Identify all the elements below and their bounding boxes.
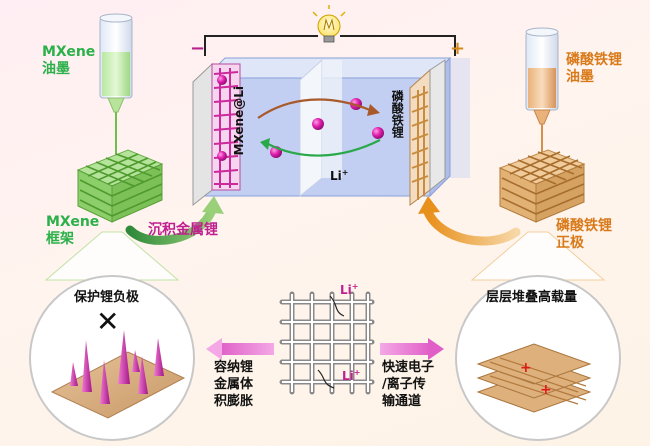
mxene-ink-label: MXene 油墨 [42, 44, 95, 78]
fast-transport-line2: /离子传 [382, 376, 426, 392]
lfp-cathode-label-line2: 正极 [556, 234, 584, 251]
li-ion-label: Li+ [330, 168, 348, 183]
accommodate-li-line2: 金属体 [214, 376, 254, 392]
mxene-frame-label: MXene 框架 [46, 214, 99, 248]
discharge-arrow [257, 98, 371, 119]
right-zoom-cone [470, 231, 606, 281]
lfp-ink-label-line2: 油墨 [566, 68, 594, 85]
accommodate-li-line1: 容纳锂 [214, 360, 254, 375]
lfp-ink-label: 磷酸铁锂 油墨 [566, 52, 622, 86]
fast-transport-label: 快速电子 /离子传 输通道 [382, 360, 434, 411]
plus-terminal: + [450, 38, 466, 59]
lfp-cathode-label: 磷酸铁锂 正极 [556, 218, 612, 252]
anode-plate [192, 62, 213, 207]
cross-icon: ✕ [96, 305, 120, 338]
lattice-li-top-sup: + [351, 282, 359, 291]
lattice-li-top: Li+ [340, 282, 358, 297]
li-ion-label-sup: + [341, 168, 349, 177]
high-loading-label: 层层堆叠高载量 [486, 290, 578, 305]
protect-anode-circle [29, 275, 195, 441]
deposit-li-label: 沉积金属锂 [148, 222, 218, 238]
mxene-ink-label-line1: MXene [42, 44, 96, 60]
cathode-assembly-arrow [423, 207, 521, 246]
positive-charge-mark: + [540, 382, 552, 398]
li-ion [312, 118, 324, 130]
fast-transport-line1: 快速电子 [382, 360, 435, 375]
lfp-scaffold [498, 149, 586, 223]
anode-label: MXene@Li [232, 86, 246, 156]
li-ion [217, 75, 227, 85]
mxene-frame-label-line1: MXene [46, 214, 100, 230]
lattice-li-bottom-text: Li [342, 369, 354, 383]
mxene-scaffold [76, 149, 164, 223]
lfp-cathode-label-line1: 磷酸铁锂 [556, 218, 612, 234]
lattice-li-top-text: Li [340, 283, 352, 297]
accommodate-li-label: 容纳锂 金属体 积膨胀 [214, 360, 253, 411]
left-zoom-cone [44, 231, 180, 281]
positive-charge-mark: + [520, 360, 532, 376]
minus-terminal: − [190, 38, 206, 59]
right-pink-arrow [380, 338, 444, 360]
high-loading-circle: + + [455, 275, 621, 441]
lfp-ink-label-line1: 磷酸铁锂 [566, 52, 622, 68]
li-ion-label-text: Li [330, 169, 342, 183]
left-pink-arrow [206, 338, 274, 360]
mxene-frame-label-line2: 框架 [46, 230, 74, 247]
lattice-li-bottom: Li+ [342, 368, 360, 383]
li-ion [372, 127, 384, 139]
mxene-ink-label-line2: 油墨 [42, 60, 70, 77]
protect-anode-label: 保护锂负极 [74, 290, 140, 305]
lightbulb-icon [312, 5, 346, 43]
li-ion [217, 151, 227, 161]
charge-arrow [267, 139, 381, 157]
accommodate-li-line3: 积膨胀 [214, 393, 254, 409]
deposit-arrow [125, 205, 217, 245]
cathode-label: 磷酸铁锂 [390, 90, 405, 138]
center-lattice [279, 291, 375, 395]
lfp-ink-syringe [525, 27, 559, 160]
external-circuit [204, 35, 456, 56]
lattice-li-bottom-sup: + [353, 368, 361, 377]
mxene-ink-syringe [99, 13, 133, 158]
fast-transport-line3: 输通道 [382, 393, 422, 409]
